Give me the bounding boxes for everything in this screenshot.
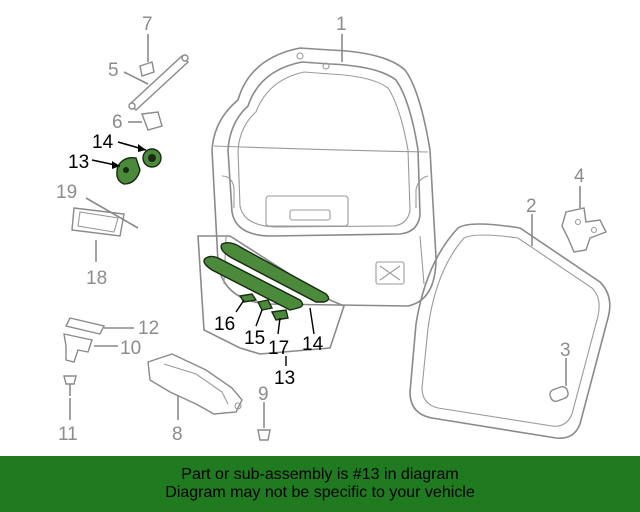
callout-12: 12	[138, 318, 159, 339]
callout-8: 8	[172, 424, 183, 445]
callout-14-upper: 14	[92, 132, 114, 153]
glass-part	[409, 214, 611, 440]
callout-16: 16	[214, 314, 235, 335]
callout-1: 1	[336, 14, 347, 35]
callout-14-lower: 14	[302, 334, 324, 355]
info-banner: Part or sub-assembly is #13 in diagram D…	[0, 456, 640, 512]
strut-part	[123, 34, 190, 111]
callout-2: 2	[526, 196, 537, 217]
parts-diagram: 1 2 3 4 5 6 7 8 9 10 11 12 18 19 14 13 1…	[56, 14, 611, 445]
callout-13-upper: 13	[68, 152, 89, 173]
hinge-part	[561, 186, 607, 253]
actuator-part	[147, 353, 243, 420]
bracket-part	[128, 111, 163, 131]
callout-4: 4	[574, 166, 585, 187]
callout-10: 10	[120, 338, 141, 359]
callout-17: 17	[268, 338, 289, 359]
callout-3: 3	[560, 340, 571, 361]
callout-6: 6	[112, 112, 123, 133]
banner-line-2: Diagram may not be specific to your vehi…	[165, 484, 475, 501]
wiper-motor-part	[91, 141, 162, 185]
callout-7: 7	[142, 14, 153, 35]
callout-5: 5	[108, 60, 119, 81]
callout-18: 18	[86, 268, 107, 289]
callout-11: 11	[58, 424, 78, 445]
grommet-part	[257, 402, 271, 441]
stop-part	[549, 358, 569, 403]
callout-9: 9	[258, 384, 269, 405]
callout-19: 19	[56, 182, 77, 203]
callout-13-lower: 13	[274, 368, 295, 389]
bolt-part	[63, 375, 77, 420]
banner-line-1: Part or sub-assembly is #13 in diagram	[181, 466, 459, 483]
license-bracket-part	[71, 197, 139, 262]
callout-15: 15	[244, 328, 265, 349]
latch-part	[63, 317, 134, 363]
wiper-kit-box	[197, 235, 345, 366]
